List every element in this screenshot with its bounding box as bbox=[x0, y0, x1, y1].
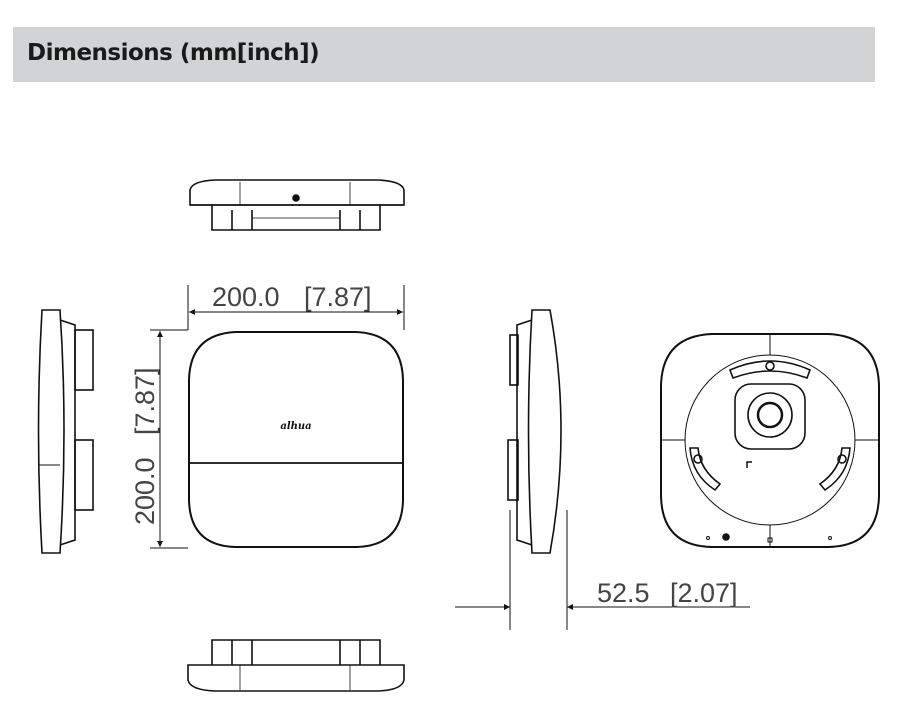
depth-mm: 52.5 bbox=[597, 578, 650, 608]
left-side-view bbox=[37, 309, 94, 554]
bottom-view bbox=[660, 333, 880, 548]
height-dimension: 200.0 [7.87] bbox=[130, 329, 188, 549]
height-inch: [7.87] bbox=[130, 367, 160, 435]
right-side-view bbox=[507, 309, 562, 554]
height-mm: 200.0 bbox=[130, 457, 160, 525]
width-dimension: 200.0 [7.87] bbox=[187, 282, 405, 330]
top-view bbox=[189, 179, 405, 231]
section-header: Dimensions (mm[inch]) bbox=[13, 27, 875, 82]
section-title: Dimensions (mm[inch]) bbox=[27, 40, 320, 66]
lower-view bbox=[187, 639, 405, 692]
depth-inch: [2.07] bbox=[670, 578, 738, 608]
brand-logo: alhua bbox=[280, 421, 311, 432]
depth-dimension: 52.5 [2.07] bbox=[455, 510, 750, 630]
width-mm: 200.0 bbox=[212, 282, 280, 312]
front-view: alhua bbox=[188, 331, 404, 548]
width-inch: [7.87] bbox=[304, 282, 372, 312]
